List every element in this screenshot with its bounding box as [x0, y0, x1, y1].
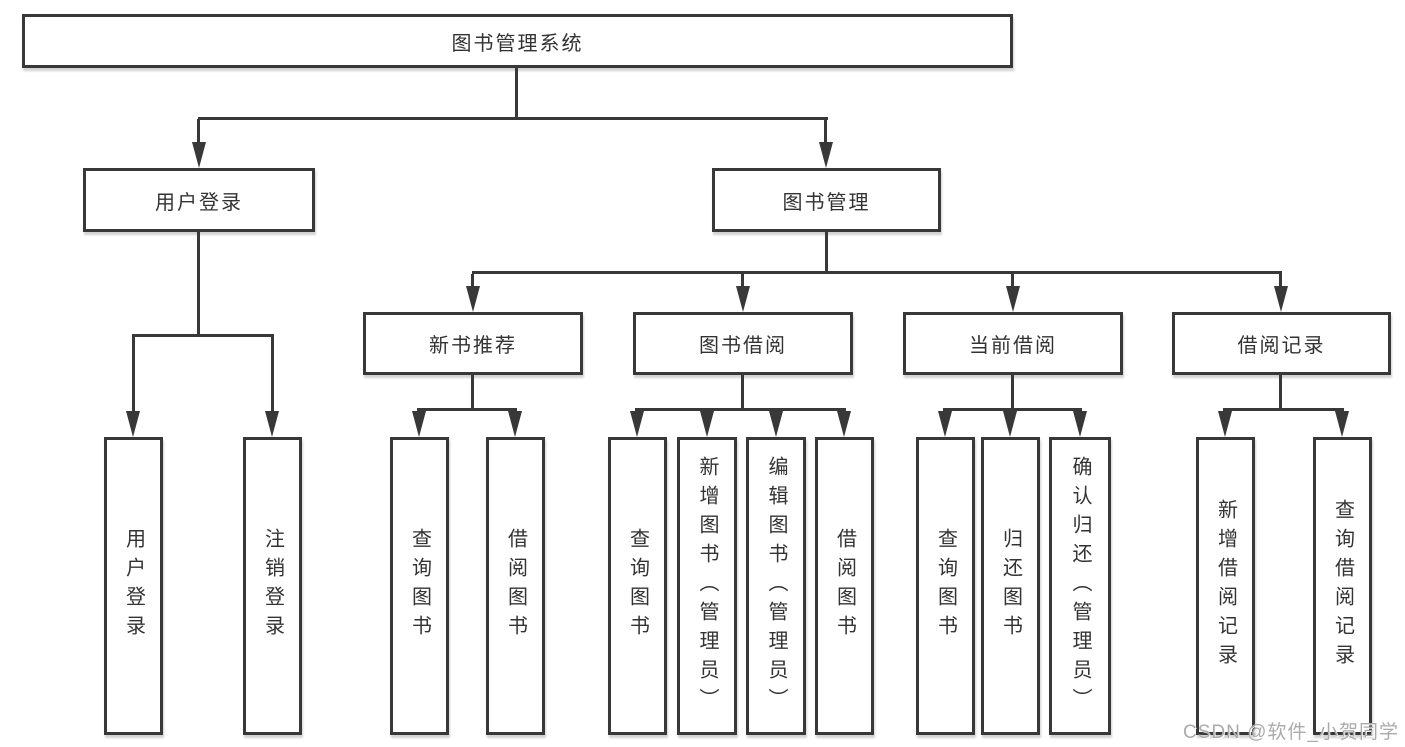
leaf-add-borrow-record: 新增借阅记录 — [1196, 437, 1255, 735]
leaf-borrow-books-2: 借阅图书 — [815, 437, 874, 735]
leaf-query-books-borrow: 查询图书 — [608, 437, 667, 735]
arrow-down-icon — [736, 286, 750, 312]
connector-login-stub — [197, 232, 200, 336]
leaf-edit-book-admin-label: 编辑图书（管理员） — [765, 455, 787, 717]
connector-mgmt-drop-3 — [1011, 274, 1014, 287]
arrow-down-icon — [126, 411, 140, 437]
arrow-down-icon — [938, 411, 952, 437]
watermark: CSDN @软件_小贺同学 — [1183, 722, 1399, 743]
arrow-down-icon — [1218, 411, 1232, 437]
connector-borrow-hline — [635, 408, 846, 411]
node-book-management: 图书管理 — [712, 168, 941, 232]
leaf-confirm-return-admin: 确认归还（管理员） — [1049, 437, 1111, 735]
leaf-confirm-return-admin-label: 确认归还（管理员） — [1069, 455, 1091, 717]
arrow-down-icon — [265, 411, 279, 437]
leaf-logout-label: 注销登录 — [261, 528, 284, 644]
connector-mgmt-drop-2 — [741, 274, 744, 287]
connector-root-stub — [515, 68, 518, 118]
arrow-down-icon — [466, 286, 480, 312]
connector-login-drop-left — [132, 336, 135, 412]
leaf-query-borrow-record-label: 查询借阅记录 — [1331, 499, 1354, 673]
leaf-query-borrow-record: 查询借阅记录 — [1313, 437, 1372, 735]
connector-root-hline — [198, 117, 828, 120]
arrow-down-icon — [1274, 286, 1288, 312]
connector-current-stub — [1011, 375, 1014, 409]
leaf-query-books-recommend: 查询图书 — [390, 437, 449, 735]
leaf-user-login-label: 用户登录 — [122, 528, 145, 644]
connector-current-hline — [943, 408, 1082, 411]
connector-mgmt-drop-4 — [1279, 274, 1282, 287]
leaf-borrow-books-recommend-label: 借阅图书 — [504, 528, 527, 644]
leaf-return-book-label: 归还图书 — [999, 528, 1022, 644]
arrow-down-icon — [700, 411, 714, 437]
connector-mgmt-drop-1 — [471, 274, 474, 287]
arrow-down-icon — [1006, 286, 1020, 312]
node-new-book-recommend-label: 新书推荐 — [429, 335, 517, 357]
node-book-management-label: 图书管理 — [782, 191, 871, 214]
node-root: 图书管理系统 — [22, 14, 1013, 68]
connector-login-drop-right — [271, 336, 274, 412]
node-new-book-recommend: 新书推荐 — [363, 312, 583, 375]
node-root-label: 图书管理系统 — [451, 32, 584, 55]
leaf-borrow-books-recommend: 借阅图书 — [486, 437, 545, 735]
leaf-logout: 注销登录 — [243, 437, 302, 735]
leaf-borrow-books-2-label: 借阅图书 — [833, 528, 856, 644]
connector-login-hline — [132, 334, 274, 337]
leaf-query-books-current: 查询图书 — [916, 437, 975, 735]
leaf-add-book-admin-label: 新增图书（管理员） — [696, 455, 718, 717]
leaf-edit-book-admin: 编辑图书（管理员） — [746, 437, 806, 735]
connector-root-drop-right — [824, 119, 827, 144]
arrow-down-icon — [192, 142, 206, 168]
node-borrow-records-label: 借阅记录 — [1237, 335, 1326, 357]
connector-recommend-hline — [417, 408, 517, 411]
arrow-down-icon — [508, 411, 522, 437]
arrow-down-icon — [630, 411, 644, 437]
connector-records-stub — [1279, 375, 1282, 409]
connector-root-drop-left — [197, 119, 200, 144]
leaf-user-login: 用户登录 — [104, 437, 163, 735]
leaf-query-books-current-label: 查询图书 — [934, 528, 957, 644]
node-book-borrow-label: 图书借阅 — [699, 335, 787, 357]
connector-borrow-stub — [741, 375, 744, 409]
node-user-login: 用户登录 — [83, 168, 315, 232]
arrow-down-icon — [1335, 411, 1349, 437]
node-user-login-label: 用户登录 — [155, 191, 243, 214]
node-book-borrow: 图书借阅 — [633, 312, 853, 375]
connector-records-hline — [1223, 408, 1344, 411]
node-current-borrow: 当前借阅 — [903, 312, 1123, 375]
leaf-add-borrow-record-label: 新增借阅记录 — [1214, 499, 1237, 673]
arrow-down-icon — [837, 411, 851, 437]
arrow-down-icon — [769, 411, 783, 437]
leaf-add-book-admin: 新增图书（管理员） — [677, 437, 737, 735]
arrow-down-icon — [1073, 411, 1087, 437]
connector-mgmt-hline — [472, 271, 1282, 274]
arrow-down-icon — [1003, 411, 1017, 437]
arrow-down-icon — [819, 142, 833, 168]
leaf-return-book: 归还图书 — [981, 437, 1040, 735]
arrow-down-icon — [412, 411, 426, 437]
node-borrow-records: 借阅记录 — [1172, 312, 1391, 375]
leaf-query-books-borrow-label: 查询图书 — [626, 528, 649, 644]
leaf-query-books-recommend-label: 查询图书 — [408, 528, 431, 644]
connector-recommend-stub — [471, 375, 474, 409]
node-current-borrow-label: 当前借阅 — [969, 335, 1057, 357]
connector-mgmt-stub — [825, 232, 828, 274]
